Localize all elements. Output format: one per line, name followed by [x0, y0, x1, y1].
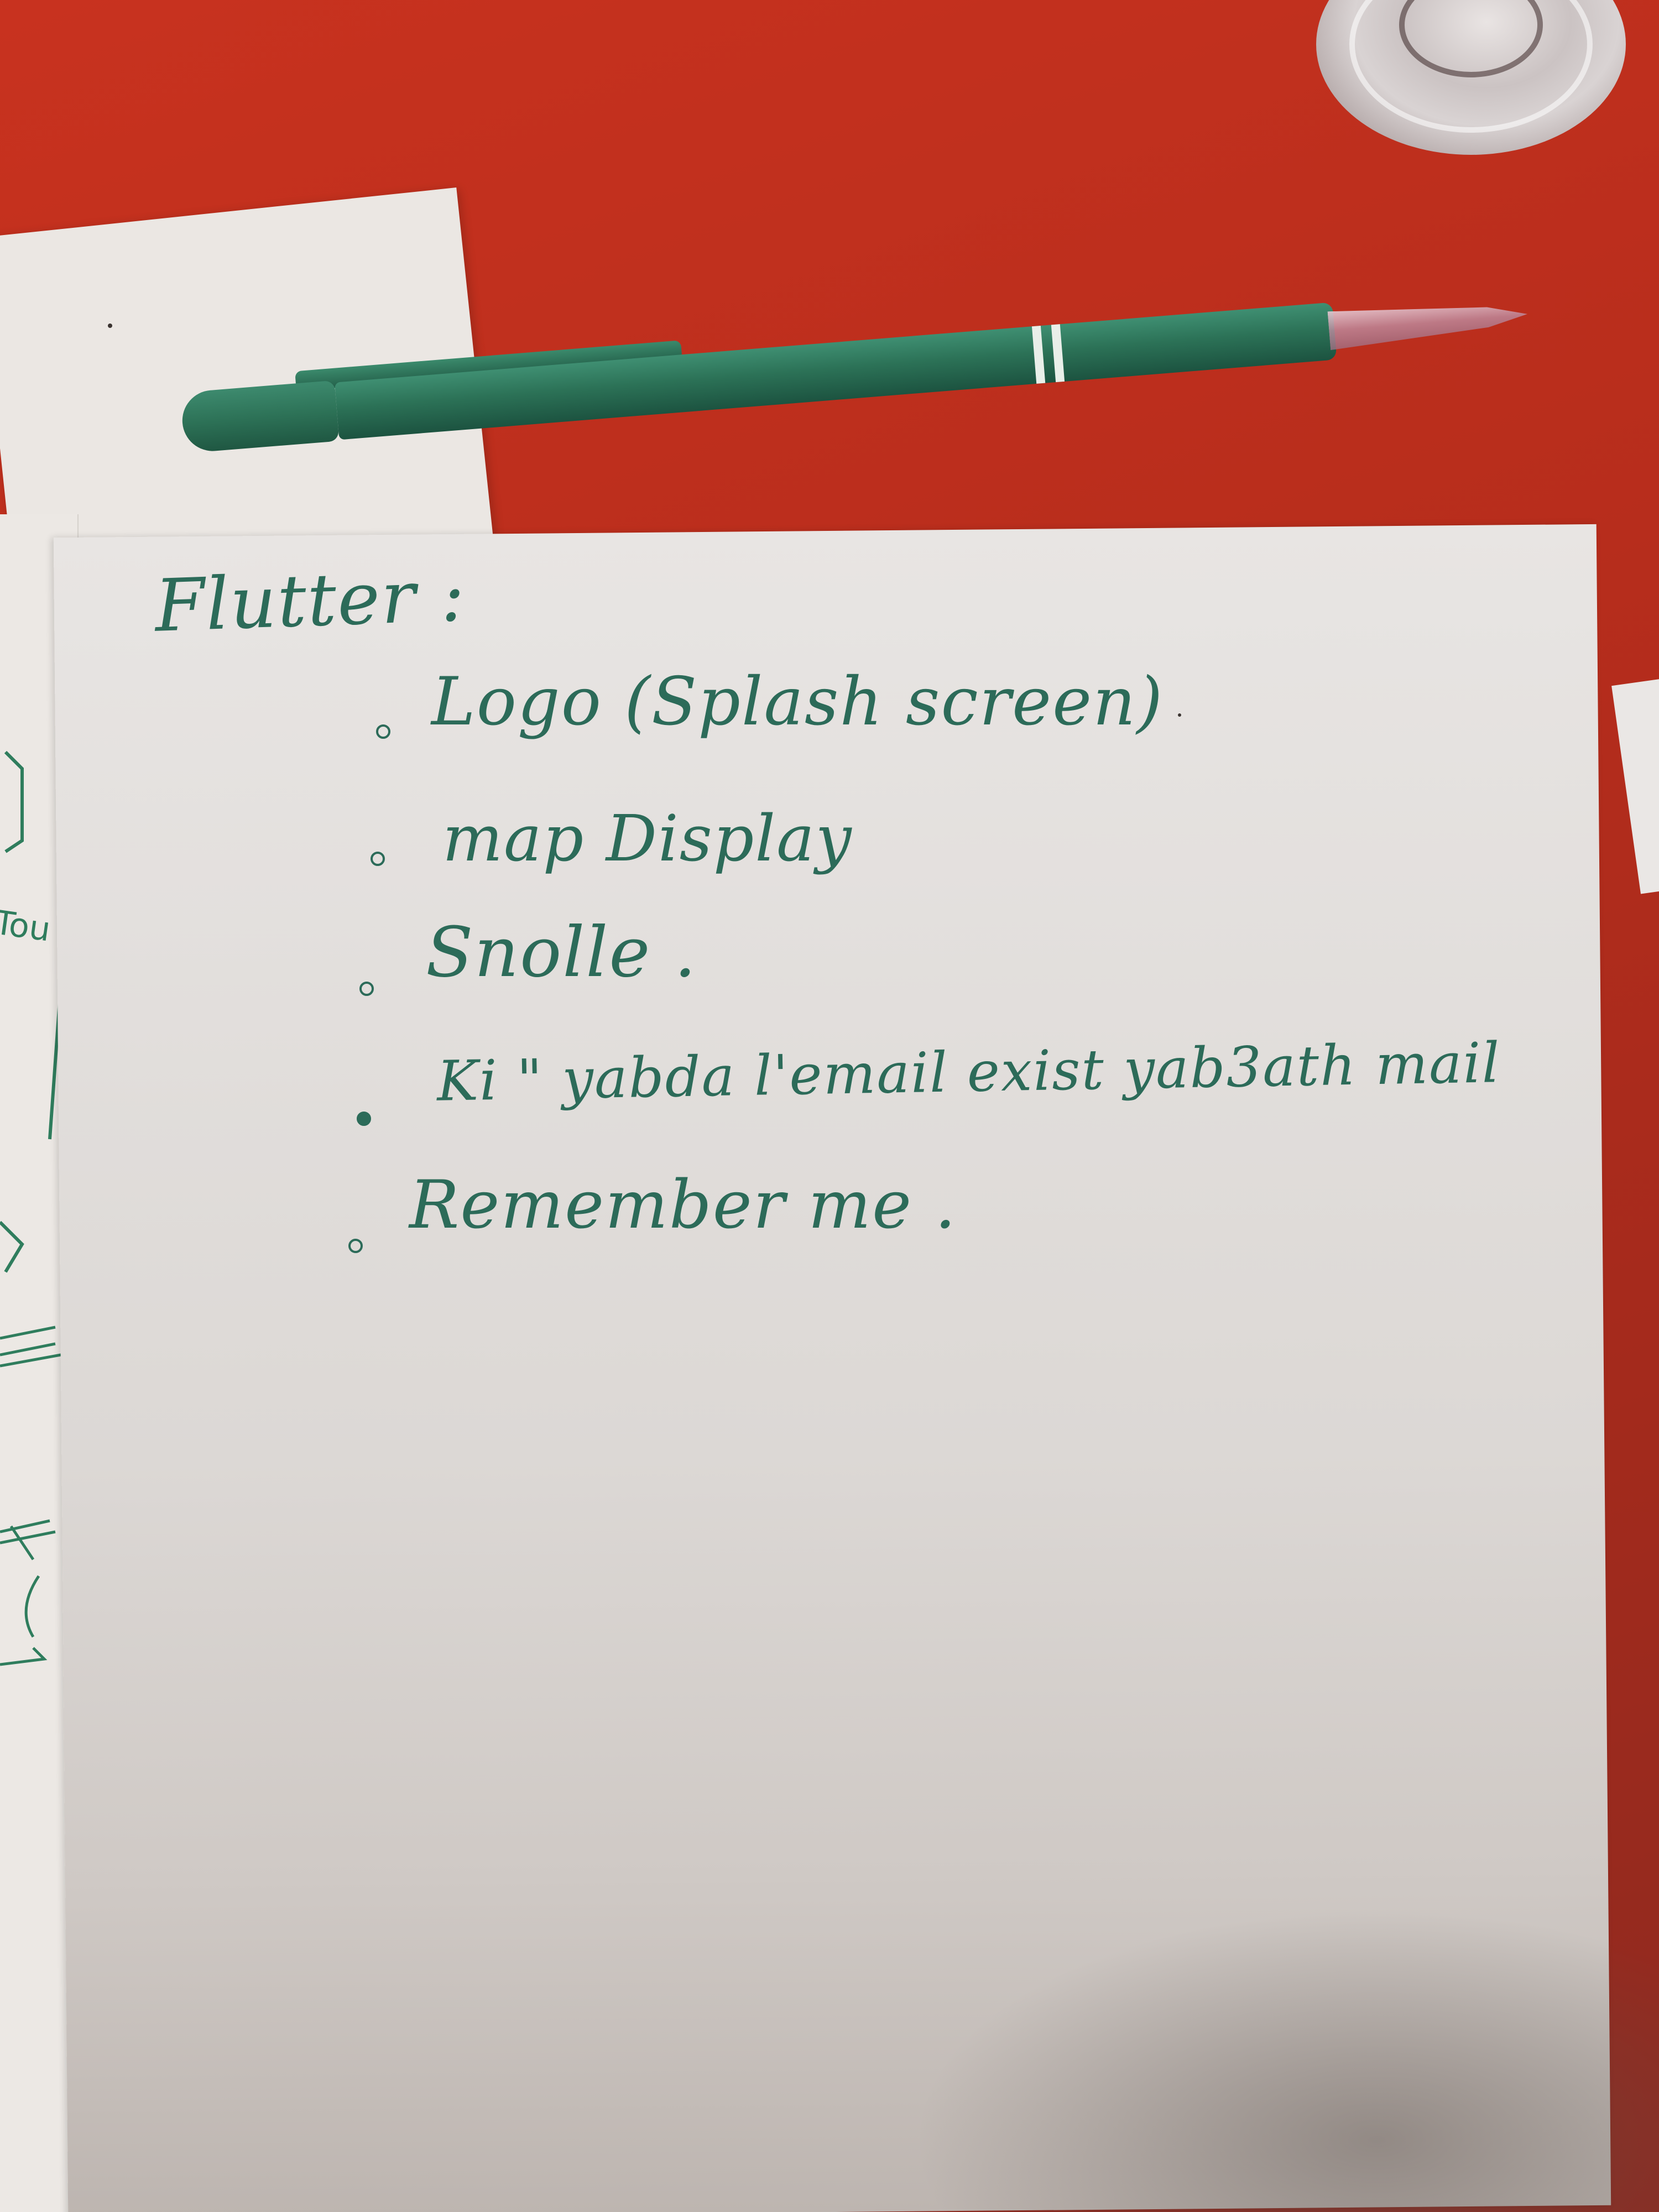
note-item-2: map Display — [442, 802, 853, 876]
paper-speck — [108, 324, 112, 328]
bullet-icon — [371, 852, 385, 866]
note-item-1: Logo (Splash screen) — [431, 664, 1164, 740]
note-heading: Flutter : — [153, 553, 467, 648]
shadow — [912, 1908, 1659, 2212]
pen-cap — [180, 380, 340, 453]
bullet-icon — [357, 1112, 371, 1126]
paper-speck — [1178, 713, 1181, 717]
bullet-icon — [359, 982, 374, 996]
bullet-icon — [348, 1239, 363, 1253]
cup-ring-inner — [1399, 0, 1543, 77]
note-item-3: Snolle . — [426, 912, 697, 993]
note-item-5: Remember me . — [409, 1167, 957, 1244]
bullet-icon — [376, 724, 390, 739]
